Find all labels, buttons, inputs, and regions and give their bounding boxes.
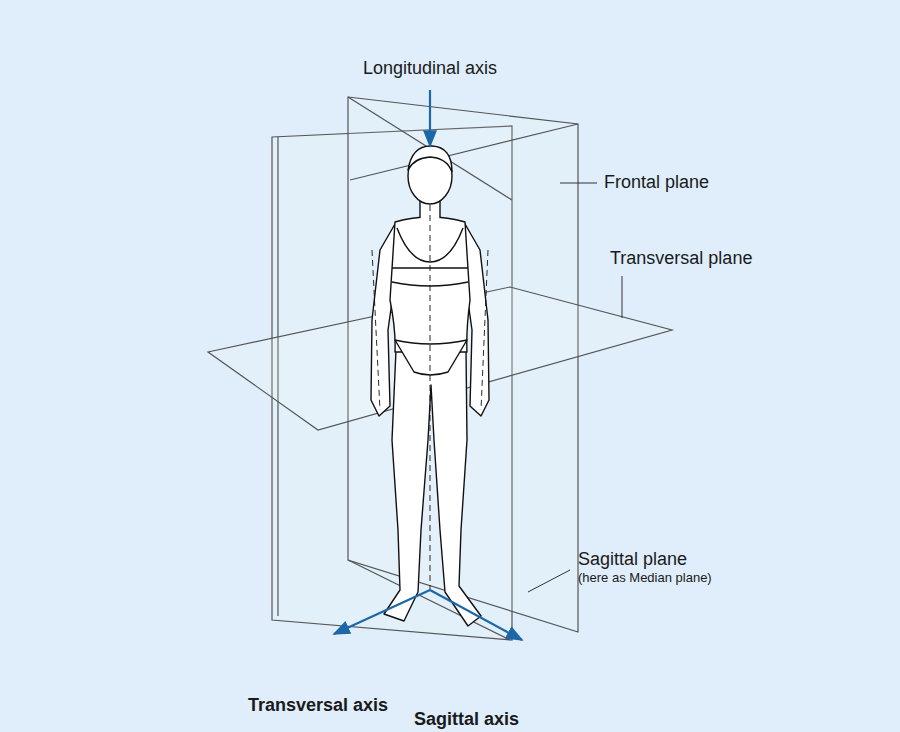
axis-label: Longitudinal axis bbox=[363, 58, 497, 79]
plane-note: (here as Median plane) bbox=[578, 571, 712, 586]
human-figure bbox=[371, 146, 489, 626]
leader-lines bbox=[528, 183, 622, 592]
axis-label: Sagittal axis bbox=[414, 709, 519, 730]
sagittal-plane bbox=[348, 97, 578, 640]
axis-arrows bbox=[334, 90, 522, 640]
plane-label: Sagittal plane bbox=[578, 549, 687, 570]
plane-label: Transversal plane bbox=[610, 248, 752, 269]
axis-label: Transversal axis bbox=[248, 695, 388, 716]
plane-label: Frontal plane bbox=[604, 172, 709, 193]
